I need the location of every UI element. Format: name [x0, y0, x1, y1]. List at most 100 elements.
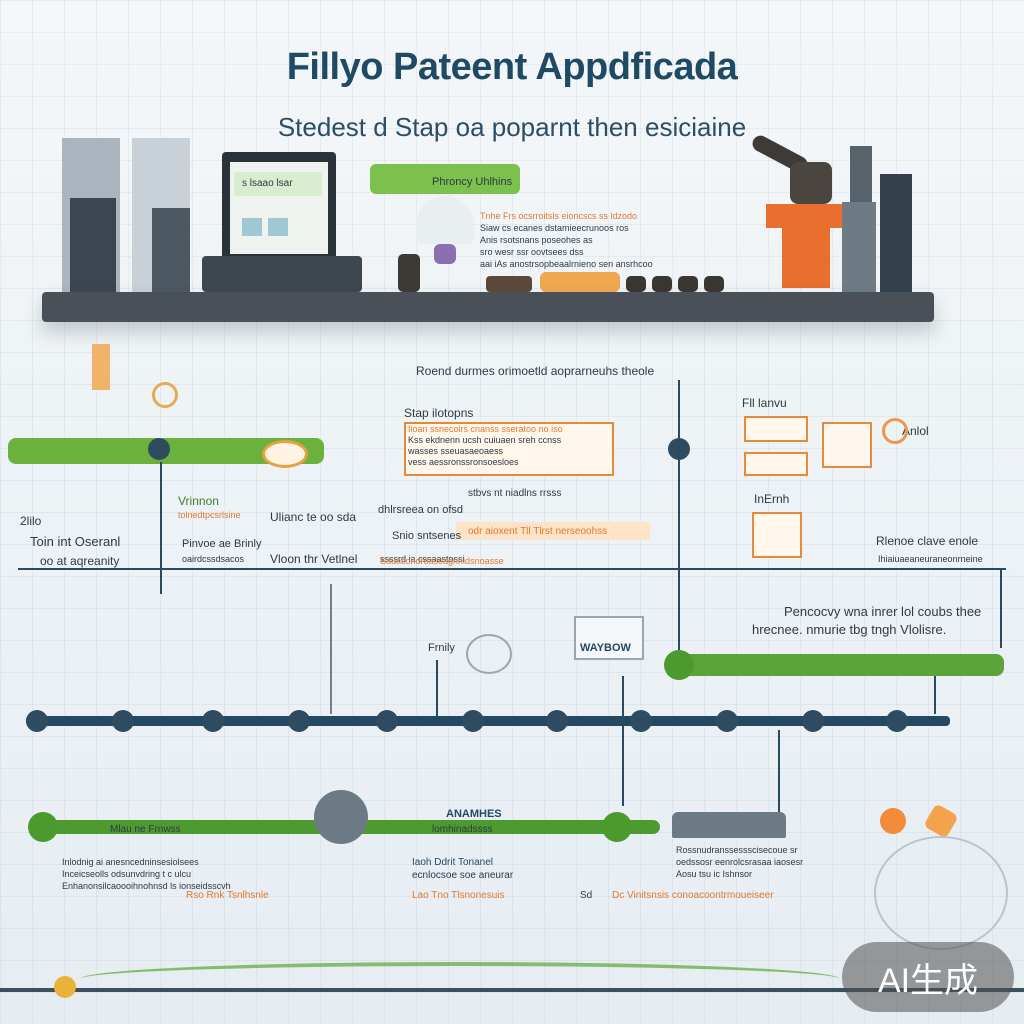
- center-caption: Roend durmes orimoetld aoprarneuhs theol…: [416, 364, 655, 378]
- orange-note-1: Iioan ssnecoirs cnanss sseratoo no iso: [408, 424, 563, 434]
- col-c-line-3: Aosu tsu ic Ishnsor: [676, 869, 753, 879]
- circle-outline-icon: [874, 836, 1008, 950]
- orange-note-4: vess aessronssronsoesloes: [408, 457, 519, 467]
- lower-tick-2: [436, 660, 438, 716]
- sign-banner: [370, 164, 520, 194]
- orange-note-2: Kss ekdnenn ucsh cuiuaen sreh ccnss: [408, 435, 562, 445]
- right-green-bar: [668, 654, 1004, 676]
- carrot-icon: [92, 344, 110, 390]
- col-b-tail-2: Dc Vinitsnsis conoacoontrmoueiseer: [612, 890, 774, 901]
- shelf-note-2: Siaw cs ecanes dstamieecrunoos ros: [480, 223, 629, 233]
- mid-tick-2: [1000, 568, 1002, 648]
- left-line-2: oo at aqreanity: [40, 554, 120, 568]
- col-b-line-2: ecnlocsoe soe aneurar: [412, 870, 514, 881]
- col-a-tail: Rso Rnk Tsnlhsnle: [186, 890, 269, 901]
- brain-icon: [466, 634, 512, 674]
- middle-timeline: [18, 568, 1006, 570]
- right-node-stem: [678, 380, 680, 650]
- right-line: Rlenoe clave enole: [876, 534, 979, 548]
- anamhes-sub: lomhinadssss: [432, 824, 493, 835]
- lower-tick-1: [330, 584, 332, 714]
- shelf-item-bar: [540, 272, 620, 292]
- col-c-line-2: oedssosr eenrolcsrasaa iaosesr: [676, 857, 804, 867]
- col-b-line-1: Iaoh Ddrit Tonanel: [412, 857, 493, 868]
- bottom-green-swirl: [80, 962, 840, 996]
- left-node: [148, 438, 170, 460]
- shelf: [42, 292, 934, 322]
- right-icon-box-3: [822, 422, 872, 468]
- orange-notes: Iioan ssnecoirs cnanss sseratoo no iso K…: [408, 424, 563, 468]
- monitor-base: [202, 256, 362, 292]
- orange-notes-box: [404, 422, 614, 476]
- right-mid: InErnh: [754, 492, 790, 506]
- right-icon-box-2: [744, 452, 808, 476]
- strip-bottom: Sauacondroasoagrinidsnoasse: [380, 556, 504, 566]
- shelf-item-jar: [398, 254, 420, 292]
- bottom-yellow-dot: [54, 976, 76, 998]
- orange-note-3: wasses sseuasaeoaess: [408, 446, 504, 456]
- col-a-line-2: Inceicseolls odsunvdring t c ulcu: [62, 869, 192, 879]
- shelf-note-1: Tnhe Frs ocsrroitsls eioncscs ss ldzodo: [480, 211, 638, 221]
- lower-tick-3: [622, 676, 624, 806]
- device-icon: [672, 812, 786, 838]
- right-icon-box-4: [752, 512, 802, 558]
- key-icon: [152, 382, 178, 408]
- lower-note-2: hrecnee. nmurie tbg tngh Vlolisre.: [752, 622, 947, 637]
- waybow-box: [574, 616, 644, 660]
- strip-text: odr aioxent Tll Tlrst nerseoohss: [468, 526, 608, 537]
- shelf-item-box: [486, 276, 532, 292]
- step-label: Stap ilotopns: [404, 406, 474, 420]
- orange-strip: [456, 522, 650, 540]
- col-c-line-1: Rossnudranssessscisecoue sr: [676, 845, 798, 855]
- lower-col-b: Iaoh Ddrit Tonanel ecnlocsoe soe aneurar: [412, 856, 513, 882]
- lower-tick-4: [778, 730, 780, 818]
- orange-pin-icon: [880, 808, 906, 834]
- col-a-line-1: Inlodnig ai anesncedninsesiolsees: [62, 857, 199, 867]
- ai-badge: AI生成: [842, 942, 1014, 1012]
- orange-note-5: stbvs nt niadlns rrsss: [468, 488, 562, 499]
- anamhes-label: ANAMHES: [446, 808, 502, 820]
- right-icon-box-1: [744, 416, 808, 442]
- mid-tick-1: [160, 462, 162, 594]
- right-line-2: Ihiaiuaeaneuraneonrneine: [878, 554, 983, 564]
- col3-title: Ulianc te oo sda: [270, 510, 357, 524]
- right-green-node: [664, 650, 694, 680]
- monitor-illustration: s lsaao lsar: [222, 152, 336, 270]
- lower-gray-node: [314, 790, 368, 844]
- shelf-note-3: Anis rsotsnans poseohes as: [480, 235, 593, 245]
- mid-bar-left: Mlau ne Frnwss: [110, 824, 181, 835]
- lower-tick-5: [934, 676, 936, 714]
- gear-icon: [882, 418, 908, 444]
- lower-green-node-2: [602, 812, 632, 842]
- frnily-label: Frnily: [428, 642, 455, 654]
- col2-sub: tolnedtpcsrlsine: [178, 510, 241, 520]
- col2-title: Vrinnon: [178, 494, 219, 508]
- monitor-label: s lsaao lsar: [242, 178, 293, 189]
- eye-icon: [262, 440, 308, 468]
- shelf-item-dots: [626, 276, 746, 292]
- right-sub: Anlol: [902, 424, 929, 438]
- col-b-tail: Lao Tno Tlsnonesuis: [412, 890, 505, 901]
- lower-col-a: Inlodnig ai anesncedninsesiolsees Inceic…: [62, 856, 231, 892]
- col3-line-2: ssssrd ia cssaastossi: [380, 554, 465, 564]
- page-subtitle: Stedest d Stap oa poparnt then esiciaine: [277, 112, 747, 142]
- right-title: Fll lanvu: [742, 396, 787, 410]
- chain-timeline: [26, 710, 950, 732]
- shelf-note-5: aai iAs anostrsopbeaalrnieno sen ansrhco…: [480, 259, 653, 269]
- col2-line-2: oairdcssdsacos: [182, 554, 245, 564]
- bottles-illustration: [842, 146, 916, 292]
- lamp-shape: [416, 196, 474, 244]
- lower-note: Pencocvy wna inrer lol coubs thee: [784, 604, 982, 619]
- orange-figure-illustration: [746, 132, 850, 292]
- waybow-label: WAYBOW: [580, 642, 631, 654]
- left-line-1: Toin int Oseranl: [30, 534, 121, 549]
- strip-left: Snio sntsenes: [392, 530, 462, 542]
- col2-line: Pinvoe ae Brinly: [182, 538, 262, 550]
- col3-line: Vloon thr Vetlnel: [270, 552, 358, 566]
- left-num: 2lilo: [20, 514, 42, 528]
- lamp-base: [434, 244, 456, 264]
- page-title: Fillyo Pateent Appdficada: [286, 46, 738, 88]
- lower-col-c: Rossnudranssessscisecoue sr oedssosr een…: [676, 844, 803, 880]
- sign-text: Phroncy Uhlhins: [432, 176, 513, 188]
- col-b-num: Sd: [580, 890, 593, 901]
